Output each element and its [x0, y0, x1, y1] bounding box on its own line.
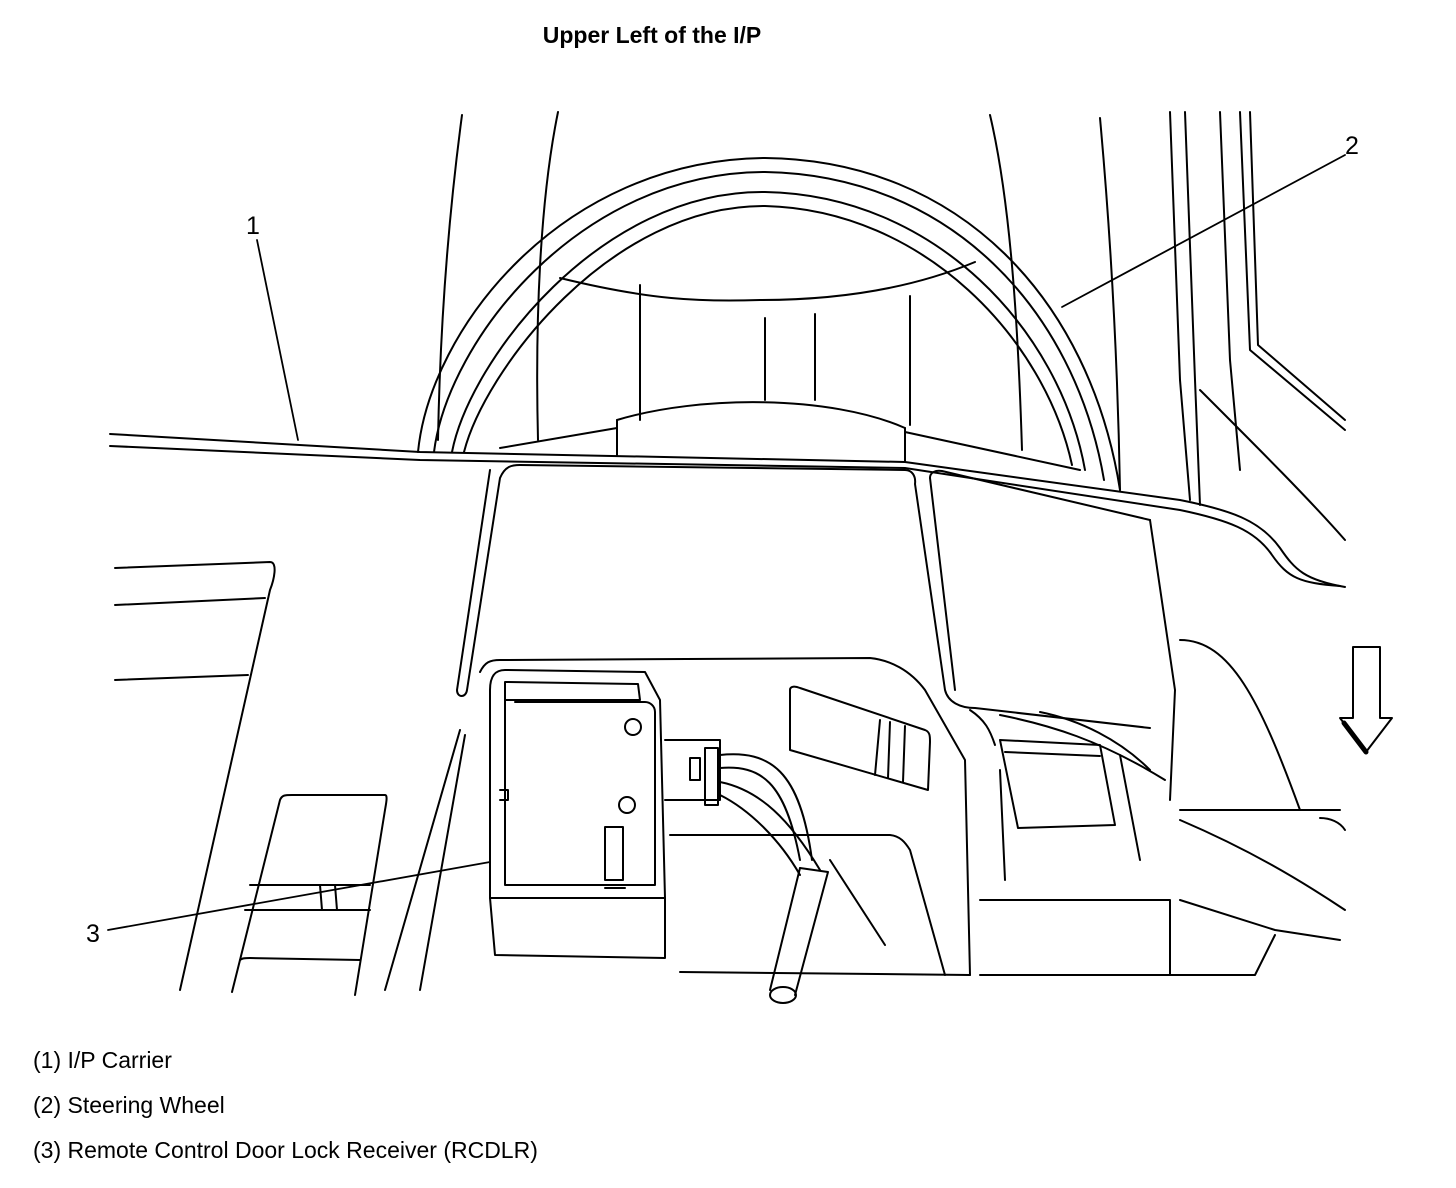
legend-item-steering-wheel: (2) Steering Wheel [33, 1092, 225, 1118]
callout-3: 3 [86, 920, 100, 948]
diagram-title: Upper Left of the I/P [542, 22, 762, 48]
legend: (1) I/P Carrier (2) Steering Wheel (3) R… [33, 1044, 538, 1179]
legend-item-ip-carrier: (1) I/P Carrier [33, 1047, 172, 1073]
steering-wheel [417, 157, 1121, 491]
background-trim-lines [437, 111, 1346, 541]
wire-harness [664, 739, 829, 1004]
rcdlr-module [489, 669, 666, 959]
callout-leaders [107, 154, 1346, 931]
callout-1: 1 [246, 212, 260, 240]
forward-arrow-icon [1339, 646, 1393, 755]
callout-2: 2 [1345, 132, 1359, 160]
ip-carrier [109, 433, 1346, 996]
legend-item-rcdlr: (3) Remote Control Door Lock Receiver (R… [33, 1137, 538, 1163]
dashboard-illustration [107, 111, 1393, 1004]
